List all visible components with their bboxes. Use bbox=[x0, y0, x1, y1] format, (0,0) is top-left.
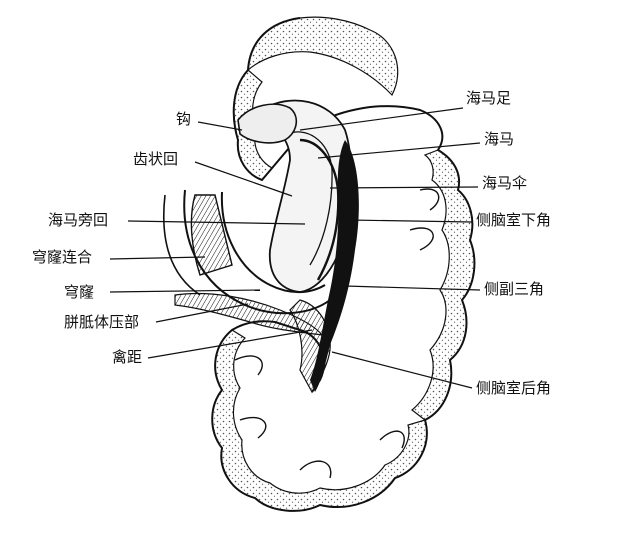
leader-fornix-commissure bbox=[109, 256, 206, 260]
leader-hippocampus bbox=[317, 142, 481, 159]
label-fornix: 穹窿 bbox=[64, 283, 95, 301]
uncus bbox=[237, 103, 298, 144]
leader-uncus bbox=[197, 121, 243, 131]
label-inferior-horn: 侧脑室下角 bbox=[476, 211, 552, 229]
ventricle-dark bbox=[310, 140, 359, 392]
label-parahippocampal-gyrus: 海马旁回 bbox=[48, 211, 109, 229]
label-collateral-trigone: 侧副三角 bbox=[484, 280, 545, 298]
hippocampus-inner-curve bbox=[284, 131, 333, 266]
label-dentate-gyrus: 齿状回 bbox=[133, 150, 179, 168]
leader-calcar-avis bbox=[147, 329, 313, 359]
label-uncus: 钩 bbox=[176, 110, 192, 128]
label-fornix-commissure: 穹窿连合 bbox=[32, 248, 93, 266]
leader-lines bbox=[109, 107, 481, 389]
posterior-horn-region bbox=[289, 299, 331, 394]
fornix-left-plate bbox=[162, 194, 201, 296]
leader-collateral-trigone bbox=[344, 285, 481, 291]
fornix-commissure bbox=[190, 194, 233, 276]
sulcus-4 bbox=[239, 416, 267, 439]
cortex-gray-matter-top bbox=[247, 16, 399, 97]
label-hippocampus: 海马 bbox=[484, 130, 515, 148]
leader-parahippocampal bbox=[127, 220, 306, 225]
leader-pes-hippocampi bbox=[299, 107, 464, 131]
label-fimbria: 海马伞 bbox=[482, 174, 528, 192]
leader-inferior-horn bbox=[347, 219, 473, 223]
splenium-of-corpus-callosum bbox=[174, 292, 324, 336]
sulcus-5 bbox=[299, 460, 332, 479]
fornix-arch-inner bbox=[220, 191, 326, 294]
leader-splenium bbox=[155, 303, 249, 323]
sulcus-2 bbox=[409, 227, 434, 251]
cortex-gray-matter-right bbox=[411, 149, 475, 421]
sulcus-6 bbox=[379, 430, 405, 449]
sulcus-3 bbox=[234, 355, 263, 376]
leader-posterior-horn bbox=[331, 351, 473, 389]
label-pes-hippocampi: 海马足 bbox=[466, 89, 512, 107]
sulcus-1 bbox=[419, 188, 440, 211]
cortex-gray-matter-bottom bbox=[211, 329, 428, 512]
label-calcar-avis: 禽距 bbox=[112, 348, 143, 366]
leader-dentate-gyrus bbox=[194, 161, 293, 197]
leader-fimbria bbox=[329, 186, 479, 189]
leader-fornix bbox=[109, 289, 261, 293]
label-posterior-horn: 侧脑室后角 bbox=[476, 379, 552, 397]
label-splenium: 胼胝体压部 bbox=[64, 313, 140, 331]
